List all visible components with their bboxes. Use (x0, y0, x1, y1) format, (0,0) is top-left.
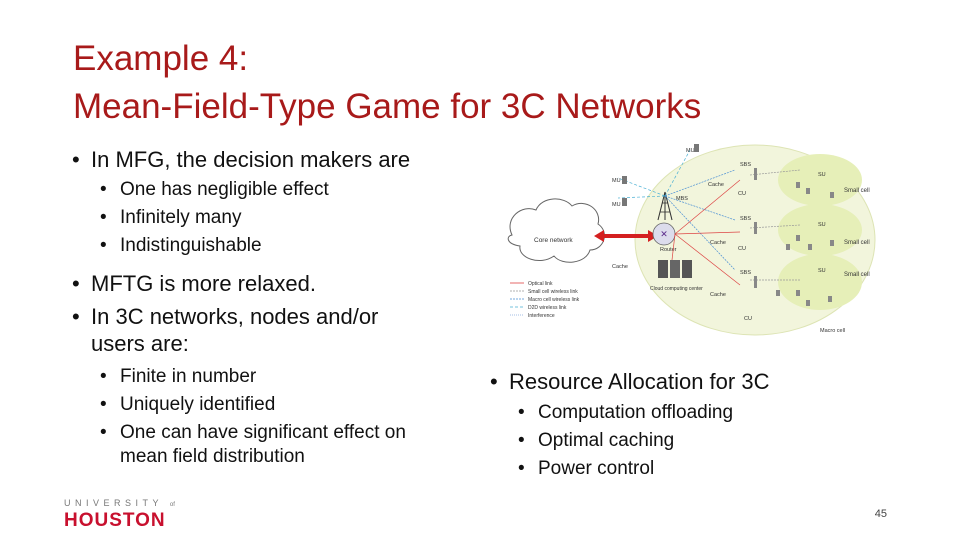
right-bullet-list: Resource Allocation for 3C Computation o… (490, 368, 890, 483)
logo-houston-text: HOUSTON (64, 510, 166, 531)
sbs-tower-icon (754, 276, 757, 288)
signal-lines (617, 149, 801, 286)
arrow-left-head (594, 230, 604, 242)
bullet-3c-line-2: users are: (91, 331, 189, 356)
sbs-label: SBS (740, 162, 751, 168)
legend-macro-cell: Macro cell wireless link (528, 297, 580, 303)
slide-title: Example 4: Mean-Field-Type Game for 3C N… (73, 35, 853, 131)
sub-bullet-significant-effect: One can have significant effect on mean … (100, 421, 472, 469)
cache-label: Cache (708, 182, 724, 188)
legend-small-cell: Small cell wireless link (528, 289, 578, 295)
router-symbol: ✕ (660, 229, 668, 239)
mbs-label: MBS (676, 196, 688, 202)
university-logo: UNIVERSITY of HOUSTON (64, 498, 194, 534)
sub-bullet: Power control (518, 455, 890, 483)
mu-label: MU (612, 178, 621, 184)
cu-label: CU (738, 246, 746, 252)
legend-interference: Interference (528, 313, 555, 319)
sub-bullet: Indistinguishable (100, 232, 472, 260)
network-diagram: Core network ✕ Router MBS Cloud computin… (507, 144, 876, 336)
sbs-label: SBS (740, 270, 751, 276)
sub-bullet: Optimal caching (518, 427, 890, 455)
cache-label: Cache (710, 292, 726, 298)
cloud-computing-servers-icon (658, 260, 692, 278)
core-network-label: Core network (534, 237, 573, 244)
su-label: SU (818, 268, 826, 274)
legend-d2d: D2D wireless link (528, 305, 567, 311)
mobile-user-icon (622, 198, 627, 206)
bullet-resource-allocation: Resource Allocation for 3C (490, 368, 890, 395)
diagram-legend: Optical link Small cell wireless link Ma… (510, 281, 580, 319)
logo-university-word: UNIVERSITY (64, 498, 163, 508)
sbs-label: SBS (740, 216, 751, 222)
logo-of-word: of (169, 502, 175, 508)
cu-label: CU (744, 316, 752, 322)
mu-label: MU (612, 202, 621, 208)
bullet-3c-line-1: In 3C networks, nodes and/or (91, 304, 379, 329)
core-network-cloud (507, 198, 605, 263)
small-cell-area (778, 154, 862, 206)
cu-label: CU (738, 191, 746, 197)
sub-bullet: Uniquely identified (100, 391, 472, 419)
legend-optical: Optical link (528, 281, 553, 287)
cache-label: Cache (612, 264, 628, 270)
mobile-user-icon (694, 144, 699, 152)
cloud-computing-label: Cloud computing center (650, 286, 703, 292)
sub-bullet-line-1: One can have significant effect on (120, 422, 406, 443)
bullet-mftg: MFTG is more relaxed. (72, 270, 472, 297)
small-cell-label: Small cell (844, 240, 870, 246)
mobile-user-icon (622, 176, 627, 184)
small-cell-area (778, 204, 862, 256)
bullet-3c-networks: In 3C networks, nodes and/or users are: (72, 303, 472, 357)
title-line-1: Example 4: (73, 39, 249, 78)
su-label: SU (818, 172, 826, 178)
mu-label: MU (686, 148, 695, 154)
sbs-tower-icon (754, 168, 757, 180)
page-number: 45 (874, 508, 887, 520)
small-cell-label: Small cell (844, 188, 870, 194)
sub-bullet: Infinitely many (100, 204, 472, 232)
sub-bullet: Finite in number (100, 363, 472, 391)
bullet-mfg: In MFG, the decision makers are (72, 146, 472, 173)
sbs-tower-icon (754, 222, 757, 234)
cache-label: Cache (710, 240, 726, 246)
sub-bullet-line-2: mean field distribution (120, 446, 305, 467)
su-label: SU (818, 222, 826, 228)
small-cell-area (778, 254, 862, 310)
macro-cell-label: Macro cell (820, 328, 845, 334)
logo-university-text: UNIVERSITY of (64, 498, 194, 510)
left-bullet-list: In MFG, the decision makers are One has … (72, 146, 472, 469)
sub-bullet: Computation offloading (518, 399, 890, 427)
sub-bullet: One has negligible effect (100, 176, 472, 204)
router-label: Router (660, 247, 677, 253)
user-devices (776, 182, 834, 306)
title-line-2: Mean-Field-Type Game for 3C Networks (73, 87, 702, 126)
small-cell-label: Small cell (844, 272, 870, 278)
